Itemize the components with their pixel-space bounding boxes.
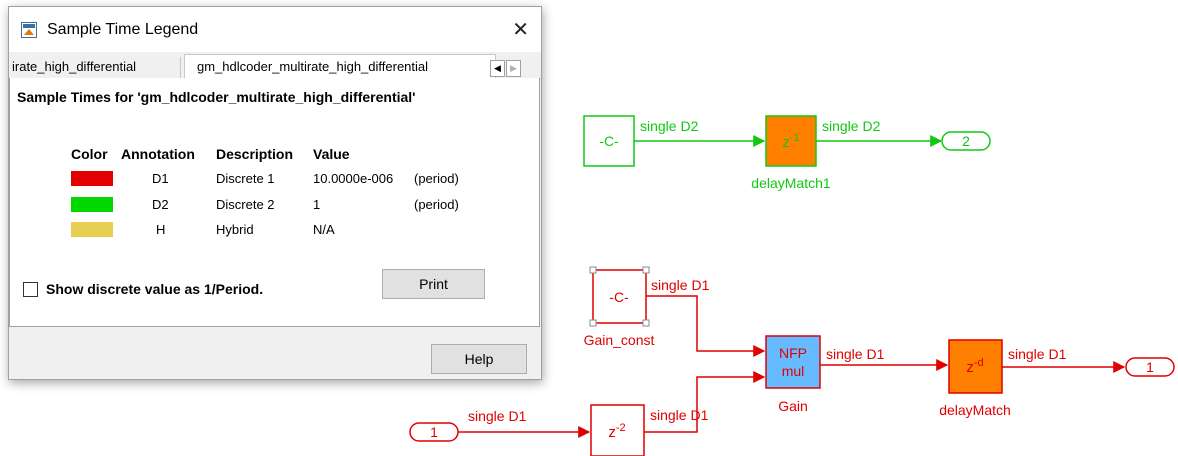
value-d2: 1	[313, 197, 321, 212]
z2-signal-label: single D1	[650, 407, 709, 423]
delay-match-name: delayMatch	[939, 402, 1011, 418]
green-path: -C- single D2 z-1 delayMatch1 single D2 …	[583, 115, 991, 191]
const-signal-line	[646, 295, 766, 357]
delay-match-block[interactable]	[948, 339, 1003, 394]
color-swatch-d2	[71, 197, 113, 212]
annotation-h: H	[156, 222, 166, 237]
tab-irate-high-differential[interactable]: irate_high_differential	[9, 57, 181, 79]
green-signal-label-2: single D2	[822, 118, 881, 134]
in-signal-label: single D1	[468, 408, 527, 424]
sample-time-legend-dialog: Sample Time Legend ✕ irate_high_differen…	[8, 6, 542, 380]
gain-const-label: -C-	[609, 289, 629, 305]
description-d1: Discrete 1	[216, 171, 275, 186]
dialog-titlebar[interactable]: Sample Time Legend ✕	[9, 7, 541, 52]
description-h: Hybrid	[216, 222, 254, 237]
tab-gm-hdlcoder-multirate-high-differential[interactable]: gm_hdlcoder_multirate_high_differential	[184, 54, 496, 80]
green-constant-block[interactable]	[583, 115, 635, 167]
gain-label-line2: mul	[782, 363, 805, 379]
delay-signal-label: single D1	[1008, 346, 1067, 362]
selection-handle	[589, 319, 597, 327]
red-path: -C- Gain_const single D1 1 single D1 z-2…	[409, 266, 1175, 456]
color-swatch-h	[71, 222, 113, 237]
column-header-color: Color	[71, 146, 108, 162]
help-button[interactable]: Help	[431, 344, 527, 374]
const-signal-label: single D1	[651, 277, 710, 293]
description-d2: Discrete 2	[216, 197, 275, 212]
gain-label-line1: NFP	[779, 345, 807, 361]
print-button[interactable]: Print	[382, 269, 485, 299]
dialog-title: Sample Time Legend	[47, 21, 199, 38]
show-discrete-checkbox[interactable]	[23, 282, 38, 297]
selection-handle	[642, 319, 650, 327]
column-header-description: Description	[216, 146, 294, 162]
simulink-app-icon	[21, 22, 37, 38]
gain-name: Gain	[778, 398, 808, 414]
green-delay-name: delayMatch1	[751, 175, 831, 191]
gain-const-name: Gain_const	[584, 332, 655, 348]
close-icon[interactable]: ✕	[512, 19, 529, 41]
green-constant-label: -C-	[599, 133, 619, 149]
green-outport-block[interactable]	[941, 131, 991, 151]
outport-label: 1	[1146, 359, 1154, 375]
z2-signal-line	[644, 371, 766, 433]
value-note-d1: (period)	[414, 171, 459, 186]
gain-block[interactable]	[765, 335, 821, 389]
show-discrete-label: Show discrete value as 1/Period.	[46, 281, 264, 297]
selection-handle	[642, 266, 650, 274]
tab-scroll-right-icon[interactable]: ▶	[506, 60, 521, 77]
z2-delay-block[interactable]	[590, 404, 645, 456]
column-header-value: Value	[313, 146, 350, 162]
selection-handle	[589, 266, 597, 274]
legend-heading: Sample Times for 'gm_hdlcoder_multirate_…	[17, 89, 416, 105]
gain-signal-label: single D1	[826, 346, 885, 362]
green-signal-label-1: single D2	[640, 118, 699, 134]
annotation-d1: D1	[152, 171, 169, 186]
value-h: N/A	[313, 222, 335, 237]
green-outport-label: 2	[962, 133, 970, 149]
value-d1: 10.0000e-006	[313, 171, 394, 186]
outport-block[interactable]	[1125, 357, 1175, 377]
value-note-d2: (period)	[414, 197, 459, 212]
column-header-annotation: Annotation	[121, 146, 195, 162]
tab-scroll-left-icon[interactable]: ◀	[490, 60, 505, 77]
inport-label: 1	[430, 424, 438, 440]
legend-panel: Sample Times for 'gm_hdlcoder_multirate_…	[9, 78, 540, 327]
color-swatch-d1	[71, 171, 113, 186]
annotation-d2: D2	[152, 197, 169, 212]
tab-bar: irate_high_differential gm_hdlcoder_mult…	[9, 52, 541, 80]
green-delay-block[interactable]	[765, 115, 817, 167]
